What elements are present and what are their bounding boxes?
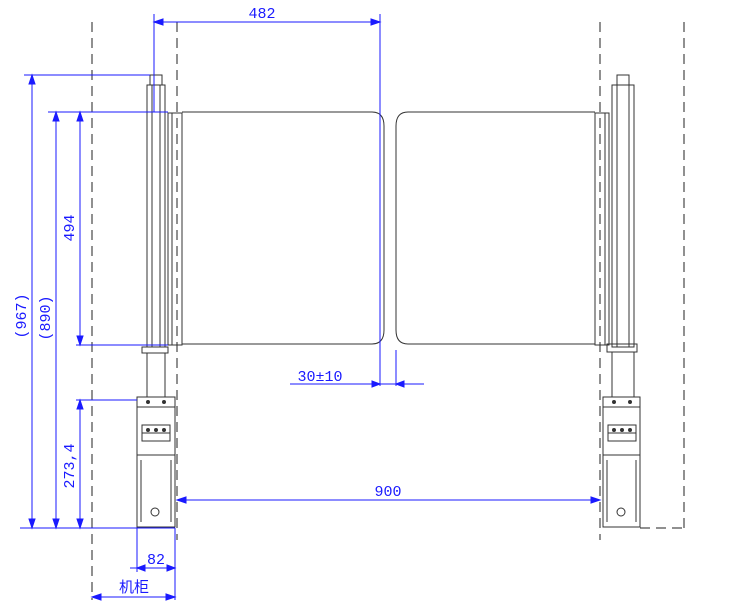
left-flap-panel bbox=[182, 111, 385, 345]
flaps bbox=[167, 111, 610, 346]
dim-base-height: 273,4 bbox=[62, 443, 79, 488]
right-post-base bbox=[602, 396, 641, 528]
right-flap-holder bbox=[594, 112, 610, 346]
dim-cabinet-label: 机柜 bbox=[119, 578, 149, 596]
left-post-cap bbox=[149, 74, 163, 86]
right-post bbox=[602, 74, 641, 528]
dim-post-width: 82 bbox=[147, 552, 165, 569]
left-base-bolt bbox=[150, 507, 160, 517]
left-post-base bbox=[136, 396, 176, 528]
dim-passage-width: 900 bbox=[374, 484, 401, 501]
dimension-lines bbox=[20, 14, 602, 601]
left-flap-holder bbox=[167, 112, 183, 346]
right-base-bolt bbox=[616, 507, 626, 517]
dim-gate-width: 482 bbox=[248, 6, 275, 23]
dimension-labels: 482 30±10 900 82 机柜 (967) (890) 494 273,… bbox=[14, 6, 402, 596]
dim-flap-height: 494 bbox=[62, 214, 79, 241]
right-post-column bbox=[611, 84, 635, 348]
dim-flap-top-height: (890) bbox=[38, 295, 55, 340]
dim-gap: 30±10 bbox=[297, 369, 342, 386]
center-lines bbox=[91, 22, 685, 600]
left-post-column bbox=[146, 84, 166, 348]
right-flap-panel bbox=[395, 111, 595, 345]
right-post-cap bbox=[616, 74, 630, 86]
dim-total-height: (967) bbox=[14, 293, 31, 338]
left-post bbox=[136, 74, 176, 528]
